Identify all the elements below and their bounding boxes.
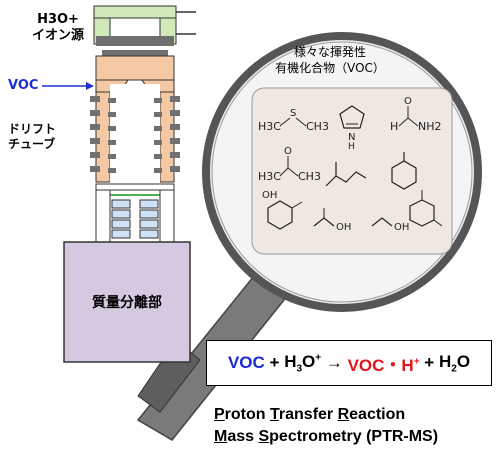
svg-text:H: H: [348, 142, 355, 152]
magnifier-lens: [202, 32, 482, 312]
lens-title: 様々な揮発性 有機化合物（VOC）: [270, 44, 390, 76]
svg-text:O: O: [404, 96, 412, 107]
eq-product: VOC・H+: [347, 355, 420, 375]
svg-text:OH: OH: [394, 222, 409, 233]
lens-title-line2: 有機化合物（VOC）: [275, 61, 385, 75]
svg-text:H3C: H3C: [258, 170, 281, 183]
pinene-molecule: [409, 190, 443, 227]
voc-inlet-label: VOC: [8, 78, 39, 93]
drift-tube-line1: ドリフト: [8, 122, 57, 136]
drift-tube-upper: [95, 55, 175, 184]
mass-analyzer-box: [63, 241, 191, 363]
acetone-molecule: H3C O CH3: [258, 146, 321, 183]
drift-tube-label: ドリフト チューブ: [8, 122, 56, 152]
voc-inlet-arrow: [42, 82, 94, 90]
isoprene-molecule: [325, 162, 367, 187]
ion-source-label: H3O+ イオン源: [32, 12, 84, 44]
ion-source-formula: H3O+: [37, 12, 79, 27]
svg-text:OH: OH: [336, 222, 351, 233]
svg-text:H: H: [390, 120, 398, 133]
molecule-panel: [251, 87, 453, 255]
drift-tube-line2: チューブ: [8, 137, 56, 151]
quadrupole-rods: [111, 199, 159, 239]
svg-text:O: O: [284, 146, 292, 157]
svg-text:CH3: CH3: [306, 120, 329, 133]
svg-text:CH3: CH3: [298, 170, 321, 183]
method-caption: Proton Transfer Reaction Mass Spectromet…: [214, 404, 438, 448]
lens-title-line1: 様々な揮発性: [293, 45, 366, 59]
svg-text:OH: OH: [262, 190, 277, 201]
transfer-region: [95, 183, 175, 243]
caption-line1: Proton Transfer Reaction: [214, 406, 406, 423]
acetic-acid-molecule: OH: [313, 208, 351, 233]
svg-text:S: S: [290, 108, 296, 119]
svg-text:H3C: H3C: [258, 120, 281, 133]
dimethyl-sulfide-molecule: H3C S CH3: [258, 108, 329, 133]
eq-h3o: H3O+: [284, 351, 322, 375]
mass-analyzer-label: 質量分離部: [92, 295, 162, 311]
ethanol-molecule: OH: [371, 217, 409, 233]
drift-tube-electrodes: [90, 96, 180, 173]
formamide-molecule: H O NH2: [390, 96, 442, 133]
pyrrole-molecule: N H: [339, 105, 365, 152]
reaction-equation: VOC + H3O+ → VOC・H+ + H2O: [206, 340, 492, 386]
caption-line2: Mass Spectrometry (PTR-MS): [214, 428, 439, 445]
ion-source-name: イオン源: [32, 28, 85, 43]
eq-plus-2: +: [424, 353, 435, 372]
eq-plus-1: +: [269, 353, 280, 372]
ion-source-block: [93, 5, 196, 56]
svg-text:NH2: NH2: [418, 120, 442, 133]
toluene-molecule: [391, 152, 417, 190]
eq-h2o: H2O: [438, 351, 471, 375]
cresol-molecule: OH: [262, 190, 303, 230]
eq-arrow: →: [325, 353, 343, 372]
molecule-structures: H3C S CH3 N H H O NH2 H3C O CH3: [258, 96, 443, 233]
svg-text:N: N: [348, 132, 355, 143]
eq-voc: VOC: [227, 353, 265, 372]
